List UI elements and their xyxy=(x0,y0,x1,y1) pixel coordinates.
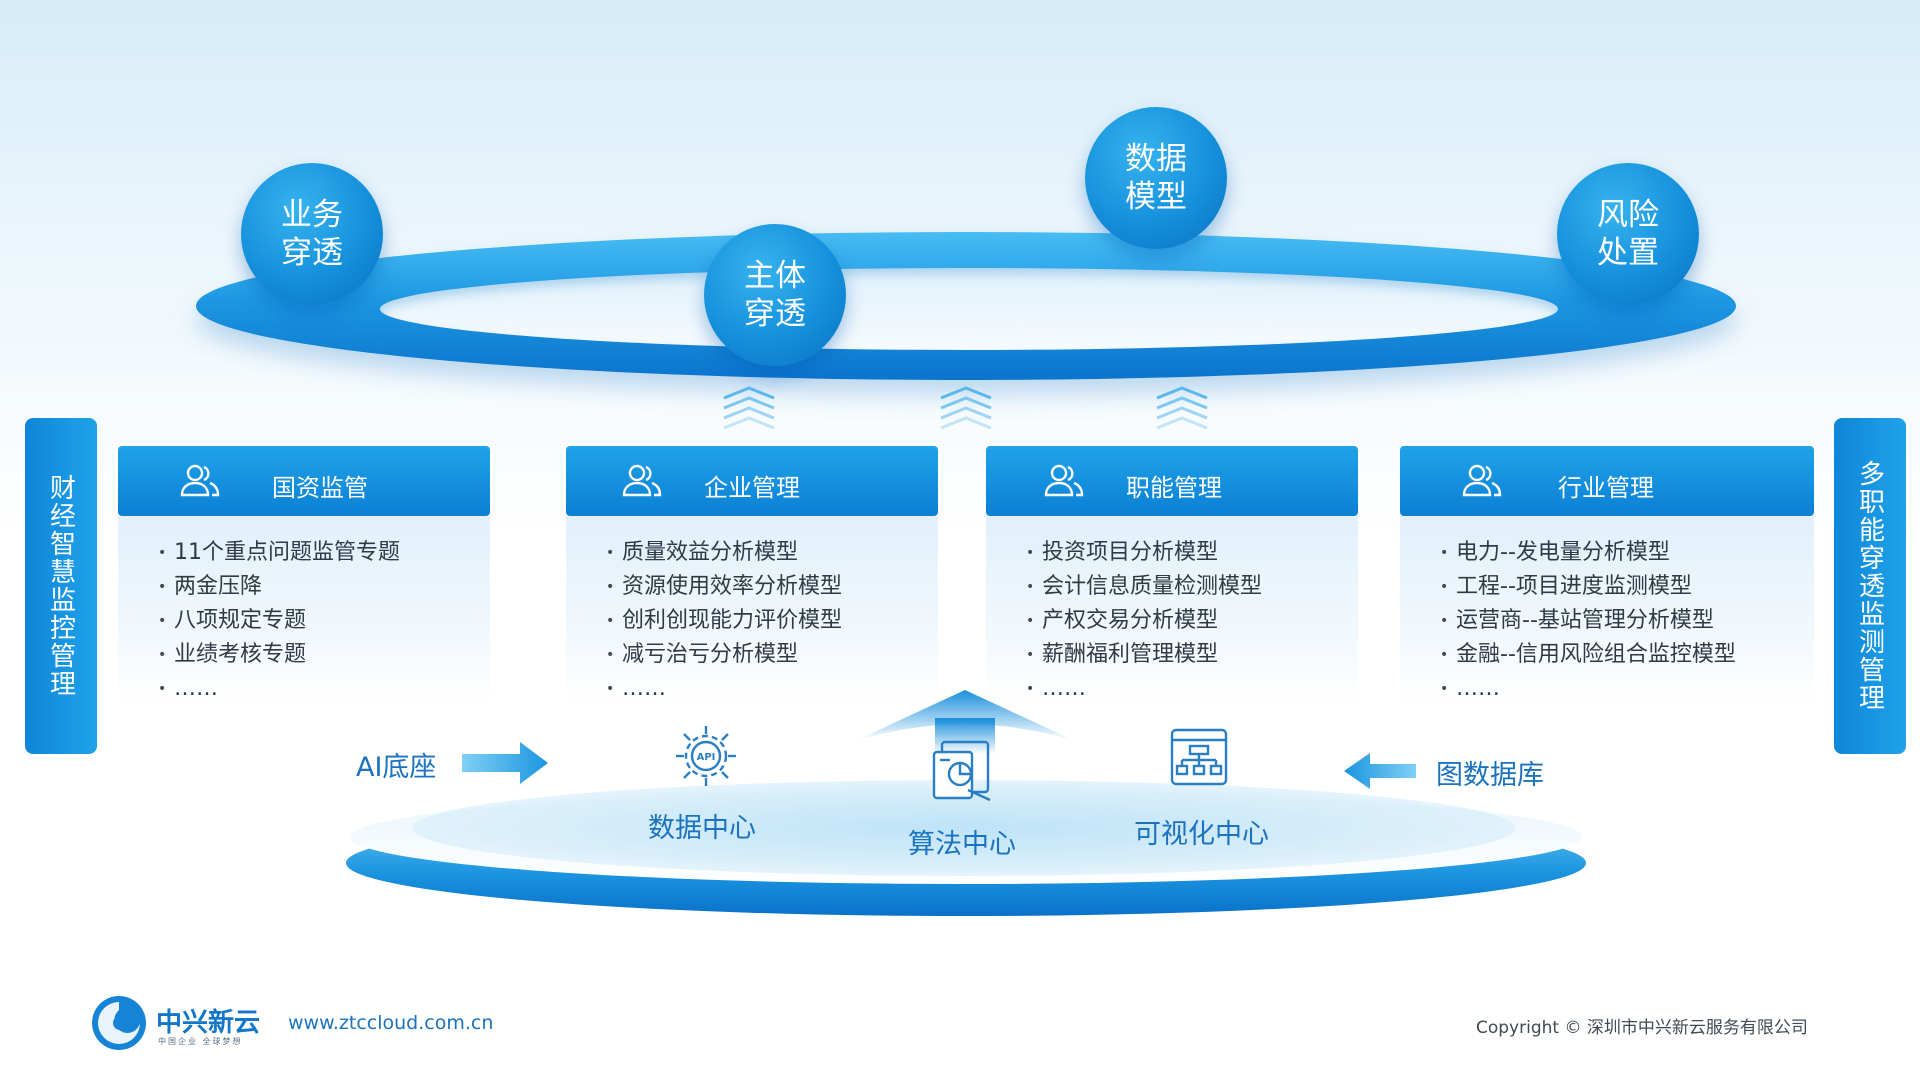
list-item: …… xyxy=(1026,672,1358,706)
company-logo-icon xyxy=(92,996,146,1050)
bubble-business-line1: 业务 xyxy=(281,197,343,233)
stack-arrow-icon-1 xyxy=(723,386,775,430)
list-item: 会计信息质量检测模型 xyxy=(1026,570,1358,604)
right-arrow-icon xyxy=(462,742,548,784)
list-item: 金融--信用风险组合监控模型 xyxy=(1440,638,1814,672)
bubble-risk-line2: 处置 xyxy=(1597,235,1659,271)
copyright: Copyright © 深圳市中兴新云服务有限公司 xyxy=(1476,1018,1808,1038)
bubble-entity-line1: 主体 xyxy=(744,258,806,294)
stack-arrow-icon-3 xyxy=(1156,386,1208,430)
list-item: …… xyxy=(606,672,938,706)
right-sidebar-label: 多职能穿透监测管理 xyxy=(1854,460,1885,712)
list-item: 资源使用效率分析模型 xyxy=(606,570,938,604)
bubble-risk: 风险处置 xyxy=(1557,163,1699,305)
list-item: 两金压降 xyxy=(158,570,490,604)
big-up-arrow-icon xyxy=(857,690,1073,754)
stack-arrow-icon-2 xyxy=(940,386,992,430)
left-sidebar-label: 财经智慧监控管理 xyxy=(45,474,76,698)
top-ring-hole xyxy=(380,268,1558,350)
list-item: 运营商--基站管理分析模型 xyxy=(1440,604,1814,638)
card-header: 职能管理 xyxy=(986,446,1358,516)
bubble-risk-line1: 风险 xyxy=(1597,197,1659,233)
bubble-entity: 主体穿透 xyxy=(704,224,846,366)
card-header: 企业管理 xyxy=(566,446,938,516)
bubble-data-model: 数据模型 xyxy=(1085,107,1227,249)
visualization-center-label: 可视化中心 xyxy=(1134,819,1269,850)
card-body: 质量效益分析模型 资源使用效率分析模型 创利创现能力评价模型 减亏治亏分析模型 … xyxy=(566,516,938,706)
right-sidebar: 多职能穿透监测管理 xyxy=(1834,418,1906,754)
bubble-business-line2: 穿透 xyxy=(281,235,343,271)
bubble-data-model-line2: 模型 xyxy=(1125,179,1187,215)
list-item: …… xyxy=(1440,672,1814,706)
card-title: 行业管理 xyxy=(1558,474,1654,502)
bubble-data-model-line1: 数据 xyxy=(1125,141,1187,177)
card-body: 11个重点问题监管专题 两金压降 八项规定专题 业绩考核专题 …… xyxy=(118,516,490,706)
graph-database-label: 图数据库 xyxy=(1436,760,1544,791)
bubble-business: 业务穿透 xyxy=(241,163,383,305)
card-title: 国资监管 xyxy=(272,474,368,502)
card-function-management: 职能管理 投资项目分析模型 会计信息质量检测模型 产权交易分析模型 薪酬福利管理… xyxy=(986,446,1358,706)
algorithm-chart-icon xyxy=(932,740,991,802)
card-industry-management: 行业管理 电力--发电量分析模型 工程--项目进度监测模型 运营商--基站管理分… xyxy=(1400,446,1814,706)
company-tagline: 中国企业 全球梦想 xyxy=(158,1037,243,1046)
api-gear-icon: API xyxy=(676,726,736,786)
card-title: 职能管理 xyxy=(1126,474,1222,502)
card-enterprise-management: 企业管理 质量效益分析模型 资源使用效率分析模型 创利创现能力评价模型 减亏治亏… xyxy=(566,446,938,706)
list-item: 电力--发电量分析模型 xyxy=(1440,536,1814,570)
company-url[interactable]: www.ztccloud.com.cn xyxy=(288,1012,494,1034)
list-item: 八项规定专题 xyxy=(158,604,490,638)
list-item: 薪酬福利管理模型 xyxy=(1026,638,1358,672)
card-state-supervision: 国资监管 11个重点问题监管专题 两金压降 八项规定专题 业绩考核专题 …… xyxy=(118,446,490,706)
users-icon xyxy=(180,464,220,497)
list-item: 业绩考核专题 xyxy=(158,638,490,672)
svg-text:API: API xyxy=(697,752,716,763)
list-item: 11个重点问题监管专题 xyxy=(158,536,490,570)
list-item: 工程--项目进度监测模型 xyxy=(1440,570,1814,604)
list-item: 创利创现能力评价模型 xyxy=(606,604,938,638)
bubble-entity-line2: 穿透 xyxy=(744,296,806,332)
card-body: 电力--发电量分析模型 工程--项目进度监测模型 运营商--基站管理分析模型 金… xyxy=(1400,516,1814,706)
card-header: 国资监管 xyxy=(118,446,490,516)
algorithm-center-label: 算法中心 xyxy=(908,829,1016,860)
card-title: 企业管理 xyxy=(704,474,800,502)
list-item: …… xyxy=(158,672,490,706)
visualization-icon xyxy=(1170,728,1228,786)
ai-base-label: AI底座 xyxy=(356,752,437,783)
list-item: 质量效益分析模型 xyxy=(606,536,938,570)
card-header: 行业管理 xyxy=(1400,446,1814,516)
users-icon xyxy=(1462,464,1502,497)
users-icon xyxy=(622,464,662,497)
card-body: 投资项目分析模型 会计信息质量检测模型 产权交易分析模型 薪酬福利管理模型 …… xyxy=(986,516,1358,706)
list-item: 产权交易分析模型 xyxy=(1026,604,1358,638)
left-arrow-icon xyxy=(1344,753,1416,789)
list-item: 投资项目分析模型 xyxy=(1026,536,1358,570)
company-name: 中兴新云 xyxy=(156,1008,261,1038)
users-icon xyxy=(1044,464,1084,497)
data-center-label: 数据中心 xyxy=(648,813,756,844)
left-sidebar: 财经智慧监控管理 xyxy=(25,418,97,754)
list-item: 减亏治亏分析模型 xyxy=(606,638,938,672)
